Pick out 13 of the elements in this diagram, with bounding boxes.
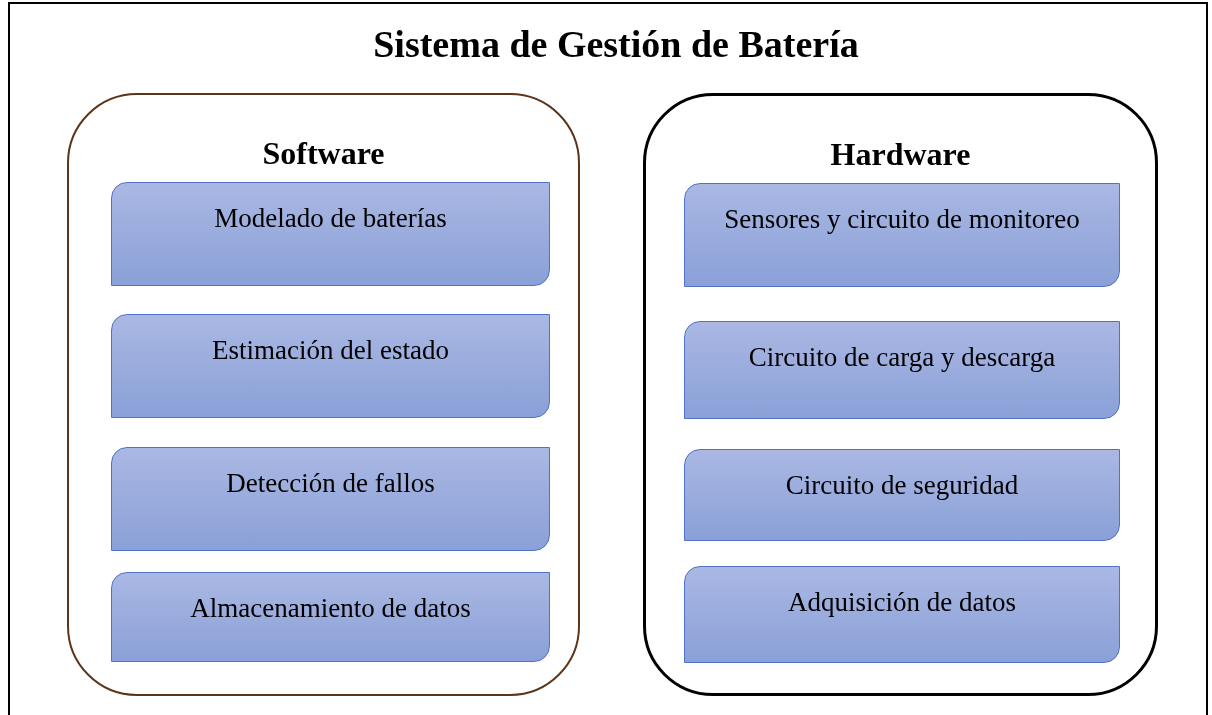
process-box: Modelado de baterías <box>111 182 550 286</box>
process-box: Adquisición de datos <box>684 566 1120 663</box>
process-box: Estimación del estado <box>111 314 550 418</box>
group-panel <box>67 93 580 696</box>
diagram-title: Sistema de Gestión de Batería <box>372 22 860 66</box>
process-box: Circuito de carga y descarga <box>684 321 1120 419</box>
process-box: Almacenamiento de datos <box>111 572 550 662</box>
process-box: Sensores y circuito de monitoreo <box>684 183 1120 287</box>
group-panel <box>643 93 1158 696</box>
process-box: Circuito de seguridad <box>684 449 1120 541</box>
group-heading: Software <box>261 135 386 172</box>
group-heading: Hardware <box>829 136 972 173</box>
process-box: Detección de fallos <box>111 447 550 551</box>
